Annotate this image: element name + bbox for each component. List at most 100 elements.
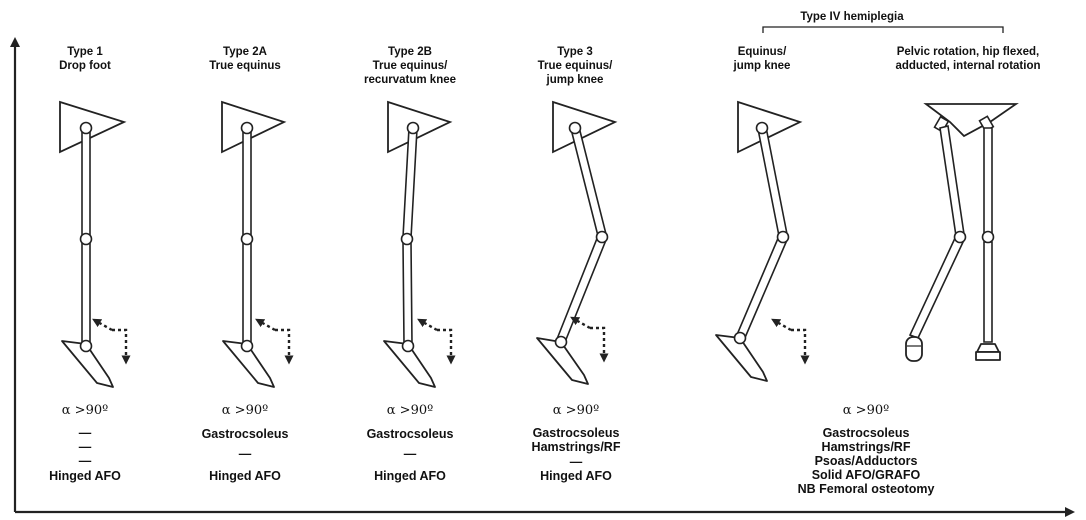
- left-femur: [939, 125, 965, 237]
- knee-joint: [776, 230, 790, 244]
- plantarflexion-arrow: [791, 328, 810, 365]
- alpha-label: α >90º: [222, 403, 268, 418]
- title-line: jump knee: [733, 60, 791, 72]
- group-title-type1: Type 1 Drop foot: [59, 46, 111, 72]
- row-text: Hinged AFO: [49, 469, 121, 483]
- plantarflexion-arrow: [590, 326, 609, 363]
- row-text: Solid AFO/GRAFO: [812, 468, 921, 482]
- title-line: True equinus/: [373, 60, 449, 72]
- row-text: Gastrocsoleus: [823, 426, 910, 440]
- group-title-type3: Type 3 True equinus/ jump knee: [538, 46, 614, 86]
- foot: [715, 334, 768, 382]
- pelvis-shape: [552, 100, 618, 154]
- hip-joint: [755, 121, 769, 135]
- title-line: adducted, internal rotation: [895, 60, 1040, 72]
- row-text: —: [79, 454, 92, 468]
- title-line: Type 3: [557, 46, 593, 58]
- row-text: Hinged AFO: [540, 469, 612, 483]
- ankle-joint: [554, 335, 568, 349]
- pelvis-shape: [923, 103, 1019, 138]
- row-text: —: [404, 447, 417, 461]
- leg-type1: [59, 100, 131, 388]
- title-line: Pelvic rotation, hip flexed,: [897, 46, 1040, 58]
- right-knee-joint: [981, 230, 995, 244]
- foot: [536, 337, 589, 385]
- title-line: recurvatum knee: [364, 74, 456, 86]
- knee-joint: [400, 232, 414, 246]
- knee-joint: [79, 232, 93, 246]
- title-line: jump knee: [546, 74, 604, 86]
- group-title-type4-equinus: Equinus/ jump knee: [733, 46, 791, 72]
- annotations-type2b: α >90º Gastrocsoleus — Hinged AFO: [367, 403, 454, 483]
- alpha-label: α >90º: [843, 403, 889, 418]
- ankle-joint: [240, 339, 254, 353]
- hip-joint: [406, 121, 420, 135]
- group-title-type4-pelvic: Pelvic rotation, hip flexed, adducted, i…: [895, 46, 1040, 72]
- dorsiflexion-arrow: [92, 318, 113, 332]
- hip-joint: [240, 121, 254, 135]
- left-knee-joint: [953, 230, 967, 244]
- row-text: Hinged AFO: [374, 469, 446, 483]
- row-text: Hamstrings/RF: [822, 440, 911, 454]
- foot: [222, 340, 275, 388]
- row-text: —: [79, 440, 92, 454]
- annotations-type2a: α >90º Gastrocsoleus — Hinged AFO: [202, 403, 289, 483]
- row-text: Gastrocsoleus: [533, 426, 620, 440]
- row-text: Gastrocsoleus: [202, 427, 289, 441]
- type4-bracket: Type IV hemiplegia: [762, 11, 1004, 33]
- title-line: Drop foot: [59, 60, 111, 72]
- dorsiflexion-arrow: [417, 318, 438, 332]
- title-line: Type 2B: [388, 46, 432, 58]
- femur: [81, 127, 91, 237]
- row-text: Psoas/Adductors: [815, 454, 918, 468]
- dorsiflexion-arrow: [255, 318, 276, 332]
- row-text: NB Femoral osteotomy: [798, 482, 935, 496]
- pelvis-shape: [737, 100, 803, 154]
- alpha-label: α >90º: [387, 403, 433, 418]
- leg-type2b: [383, 100, 456, 388]
- tibia: [242, 241, 252, 345]
- annotations-type3: α >90º Gastrocsoleus Hamstrings/RF — Hin…: [532, 403, 621, 483]
- foot: [383, 340, 436, 388]
- right-foot-base: [975, 351, 1001, 361]
- group-title-type2b: Type 2B True equinus/ recurvatum knee: [364, 46, 456, 86]
- hip-joint: [568, 121, 582, 135]
- femur: [570, 126, 607, 237]
- title-line: Type 2A: [223, 46, 267, 58]
- dorsiflexion-arrow: [570, 316, 591, 330]
- leg-type4-equinus: [715, 100, 810, 382]
- right-tibia: [983, 241, 993, 343]
- alpha-label: α >90º: [62, 403, 108, 418]
- ankle-joint: [733, 331, 747, 345]
- left-tibia: [908, 234, 966, 340]
- ankle-joint: [401, 339, 415, 353]
- title-line: Equinus/: [738, 46, 787, 58]
- tibia: [555, 234, 608, 344]
- foot: [61, 340, 114, 388]
- knee-joint: [595, 230, 609, 244]
- row-text: Gastrocsoleus: [367, 427, 454, 441]
- title-line: Type 1: [67, 46, 103, 58]
- plantarflexion-arrow: [437, 328, 456, 365]
- bracket-title: Type IV hemiplegia: [800, 11, 904, 23]
- right-femur: [983, 127, 993, 235]
- title-line: True equinus: [209, 60, 281, 72]
- dorsiflexion-arrow: [771, 318, 792, 332]
- row-text: —: [79, 426, 92, 440]
- row-text: —: [570, 455, 583, 469]
- plantarflexion-arrow: [112, 328, 131, 365]
- leg-type3: [536, 100, 618, 385]
- left-foot-front-view: [905, 336, 923, 362]
- title-line: True equinus/: [538, 60, 614, 72]
- femur: [242, 127, 252, 237]
- right-foot-front-view: [976, 343, 1000, 353]
- tibia: [81, 241, 91, 345]
- row-text: Hinged AFO: [209, 469, 281, 483]
- plantarflexion-arrow: [275, 328, 294, 365]
- legs-type4-pelvic: [905, 103, 1019, 362]
- row-text: Hamstrings/RF: [532, 440, 621, 454]
- annotations-type1: α >90º — — — Hinged AFO: [49, 403, 121, 483]
- knee-joint: [240, 232, 254, 246]
- row-text: —: [239, 447, 252, 461]
